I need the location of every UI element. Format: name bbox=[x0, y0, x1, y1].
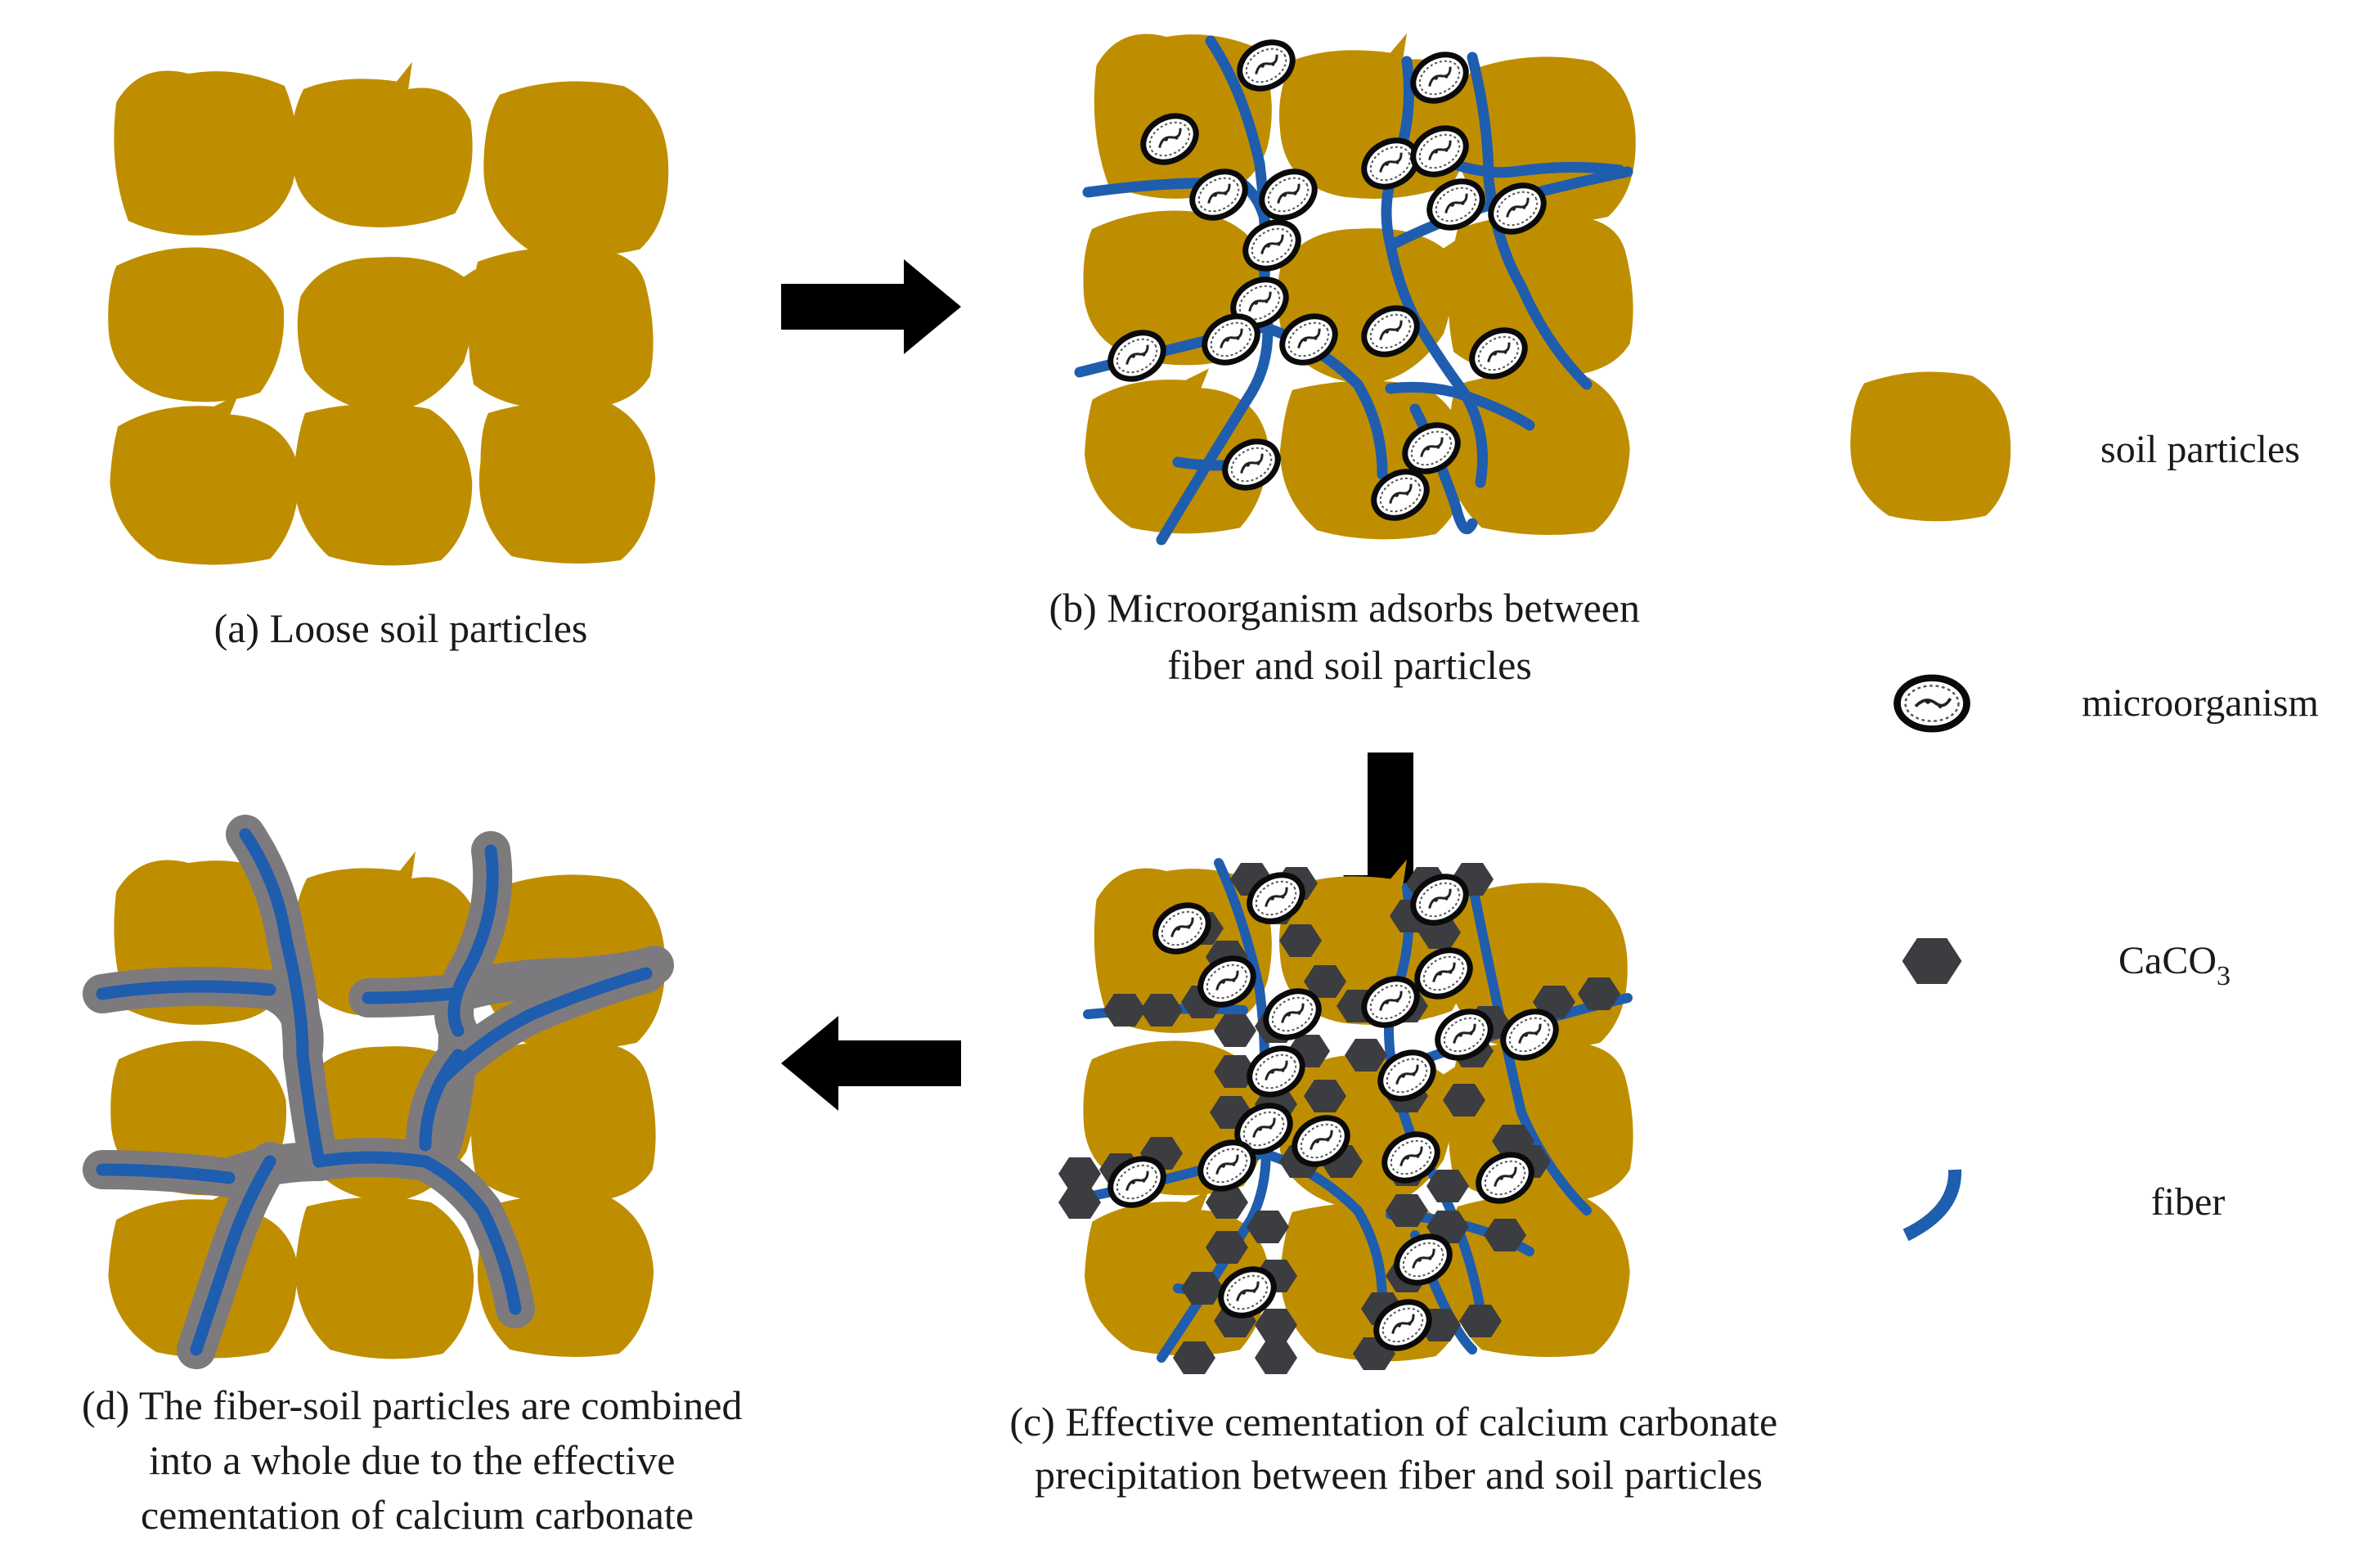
panel-c-caption: (c) Effective cementation of calcium car… bbox=[1009, 1399, 1787, 1498]
soil-particle bbox=[293, 403, 473, 566]
right-arrow-icon bbox=[781, 259, 961, 354]
soil-particle bbox=[297, 257, 477, 413]
panel-b-microbe-adsorption bbox=[1074, 33, 1636, 546]
microorganism-icon bbox=[1898, 678, 1967, 729]
legend-microbe-label: microorganism bbox=[2082, 681, 2319, 725]
soil-particle bbox=[290, 61, 473, 227]
soil-particle bbox=[483, 81, 669, 256]
panel-d-cemented-whole bbox=[83, 815, 674, 1369]
legend-caco3-label: CaCO3 bbox=[2118, 939, 2230, 991]
soil-particle bbox=[478, 400, 656, 564]
soil-particle bbox=[110, 394, 299, 565]
legend-soil: soil particles bbox=[1850, 371, 2300, 522]
legend-fiber-label: fiber bbox=[2151, 1180, 2226, 1224]
left-arrow-icon bbox=[781, 1016, 961, 1111]
soil-particle bbox=[108, 247, 285, 402]
fiber-network-d bbox=[96, 828, 653, 1356]
legend-microbe: microorganism bbox=[1898, 678, 2319, 729]
caco3-hexagon-icon bbox=[1902, 938, 1962, 984]
panel-c-caco3-precipitation bbox=[1058, 858, 1633, 1374]
panel-a-loose-soil bbox=[108, 61, 669, 566]
legend-soil-label: soil particles bbox=[2100, 428, 2300, 471]
legend: soil particles microorganism CaCO3 fiber bbox=[1850, 371, 2319, 1242]
legend-fiber: fiber bbox=[1903, 1169, 2226, 1242]
panel-d-caption: (d) The fiber-soil particles are combine… bbox=[82, 1382, 752, 1538]
soil-particle bbox=[114, 70, 298, 236]
fiber-icon bbox=[1903, 1169, 1962, 1242]
soil-particle bbox=[468, 247, 654, 410]
soil-particle-icon bbox=[1850, 371, 2011, 522]
panel-a-caption: (a) Loose soil particles bbox=[214, 605, 588, 651]
legend-caco3: CaCO3 bbox=[1902, 938, 2230, 991]
panel-b-caption: (b) Microorganism adsorbs between fiber … bbox=[1049, 585, 1650, 688]
